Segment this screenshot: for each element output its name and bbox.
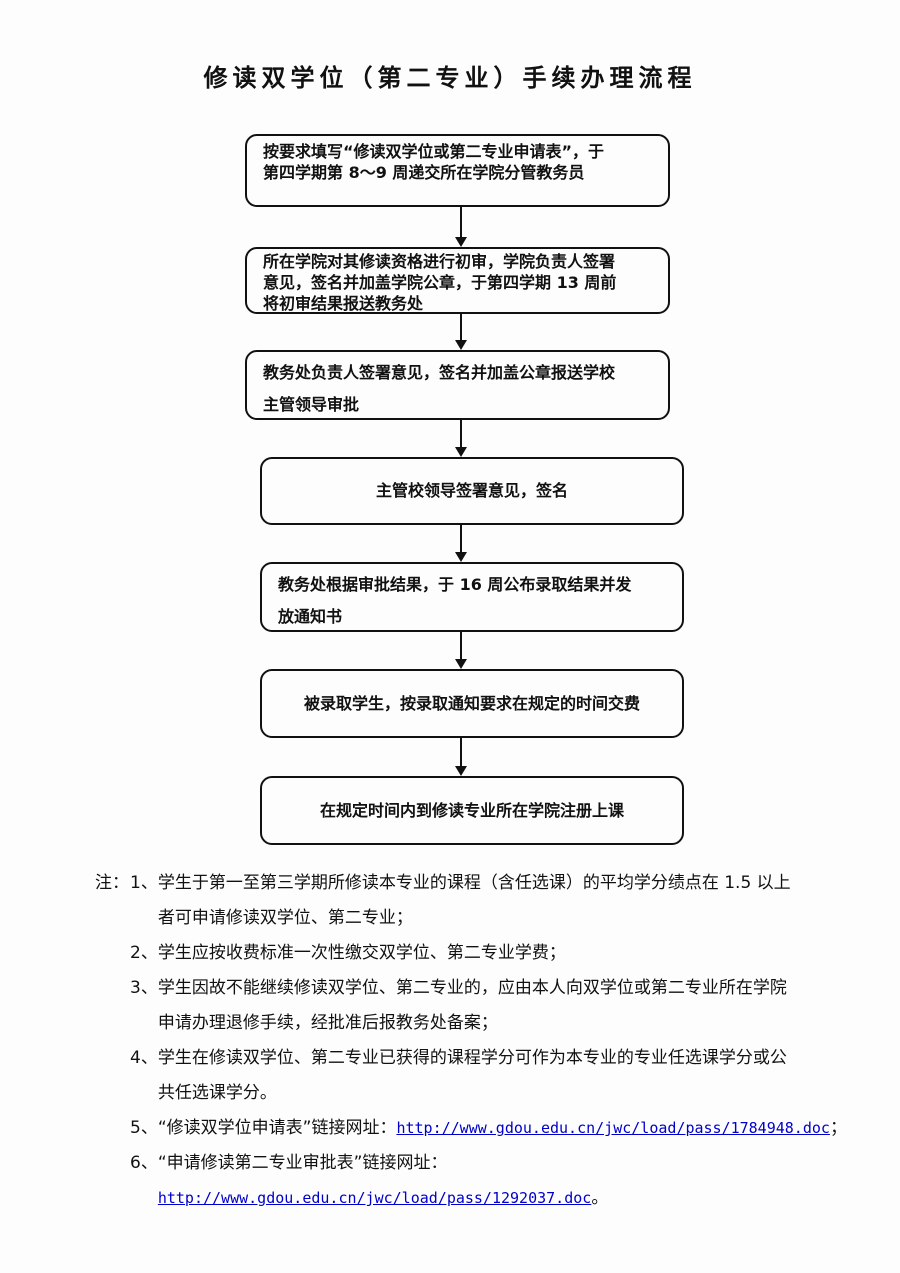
flow-step-text: 教务处根据审批结果，于 16 周公布录取结果并发 放通知书 [278,575,632,626]
note-item-5: 5、 “修读双学位申请表”链接网址：http://www.gdou.edu.cn… [130,1111,867,1146]
arrow-line [460,420,462,447]
note-link-prefix: “修读双学位申请表”链接网址： [157,1118,397,1138]
approval-form-link[interactable]: http://www.gdou.edu.cn/jwc/load/pass/129… [157,1189,592,1207]
down-arrow-icon [454,207,468,247]
note-number: 5、 [130,1118,158,1138]
flow-step-1: 按要求填写“修读双学位或第二专业申请表”，于 第四学期第 8～9 周递交所在学院… [245,134,670,207]
arrow-line [460,314,462,340]
note-item-3: 3、 学生因故不能继续修读双学位、第二专业的，应由本人向双学位或第二专业所在学院… [130,971,867,1041]
note-item-1: 1、 学生于第一至第三学期所修读本专业的课程（含任选课）的平均学分绩点在 1.5… [130,866,867,936]
note-item-4: 4、 学生在修读双学位、第二专业已获得的课程学分可作为本专业的专业任选课学分或公… [130,1041,867,1111]
note-link-suffix: ； [829,1118,847,1138]
arrow-head [455,237,467,247]
note-text: 学生应按收费标准一次性缴交双学位、第二专业学费； [157,943,566,963]
note-text: 学生于第一至第三学期所修读本专业的课程（含任选课）的平均学分绩点在 1.5 以上… [157,873,791,928]
notes-list: 1、 学生于第一至第三学期所修读本专业的课程（含任选课）的平均学分绩点在 1.5… [130,866,867,1216]
flow-step-text: 教务处负责人签署意见，签名并加盖公章报送学校 主管领导审批 [263,363,616,414]
down-arrow-icon [454,525,468,562]
down-arrow-icon [454,314,468,350]
arrow-head [455,340,467,350]
note-text: 学生因故不能继续修读双学位、第二专业的，应由本人向双学位或第二专业所在学院 申请… [157,978,787,1033]
flow-step-text: 主管校领导签署意见，签名 [375,481,568,500]
note-text: “申请修读第二专业审批表”链接网址： http://www.gdou.edu.cn… [158,1146,867,1216]
notes-section: 注： 1、 学生于第一至第三学期所修读本专业的课程（含任选课）的平均学分绩点在 … [95,866,867,1216]
note-number: 3、 [130,978,158,998]
flow-step-5: 教务处根据审批结果，于 16 周公布录取结果并发 放通知书 [260,562,684,632]
flow-step-text: 所在学院对其修读资格进行初审，学院负责人签署 意见，签名并加盖学院公章，于第四学… [263,252,617,313]
note-item-2: 2、 学生应按收费标准一次性缴交双学位、第二专业学费； [130,936,867,971]
down-arrow-icon [454,632,468,669]
flow-step-6: 被录取学生，按录取通知要求在规定的时间交费 [260,669,684,738]
flow-step-7: 在规定时间内到修读专业所在学院注册上课 [260,776,684,845]
note-text: 学生在修读双学位、第二专业已获得的课程学分可作为本专业的专业任选课学分或公 共任… [157,1048,787,1103]
application-form-link[interactable]: http://www.gdou.edu.cn/jwc/load/pass/178… [396,1119,830,1137]
note-number: 4、 [130,1048,158,1068]
arrow-head [455,766,467,776]
flow-step-text: 按要求填写“修读双学位或第二专业申请表”，于 第四学期第 8～9 周递交所在学院… [263,142,605,182]
note-number: 6、 [130,1153,158,1173]
page-title: 修读双学位（第二专业）手续办理流程 [203,64,697,92]
down-arrow-icon [454,420,468,457]
flow-step-2: 所在学院对其修读资格进行初审，学院负责人签署 意见，签名并加盖学院公章，于第四学… [245,247,670,314]
flow-step-text: 在规定时间内到修读专业所在学院注册上课 [319,800,624,820]
flow-step-3: 教务处负责人签署意见，签名并加盖公章报送学校 主管领导审批 [245,350,670,420]
flow-step-text: 被录取学生，按录取通知要求在规定的时间交费 [303,693,640,713]
arrow-line [460,738,462,766]
arrow-line [460,632,462,659]
arrow-head [455,659,467,669]
notes-label: 注： [95,873,129,893]
flow-step-4: 主管校领导签署意见，签名 [260,457,684,525]
arrow-head [455,552,467,562]
note-link-suffix: 。 [591,1188,609,1208]
note-text: “修读双学位申请表”链接网址：http://www.gdou.edu.cn/jw… [158,1111,867,1146]
note-number: 2、 [130,943,158,963]
arrow-line [460,525,462,552]
arrow-head [455,447,467,457]
note-item-6: 6、 “申请修读第二专业审批表”链接网址： http://www.gdou.edu… [130,1146,867,1216]
down-arrow-icon [454,738,468,776]
arrow-line [460,207,462,237]
note-number: 1、 [130,873,158,893]
note-link-prefix: “申请修读第二专业审批表”链接网址： [157,1153,448,1173]
